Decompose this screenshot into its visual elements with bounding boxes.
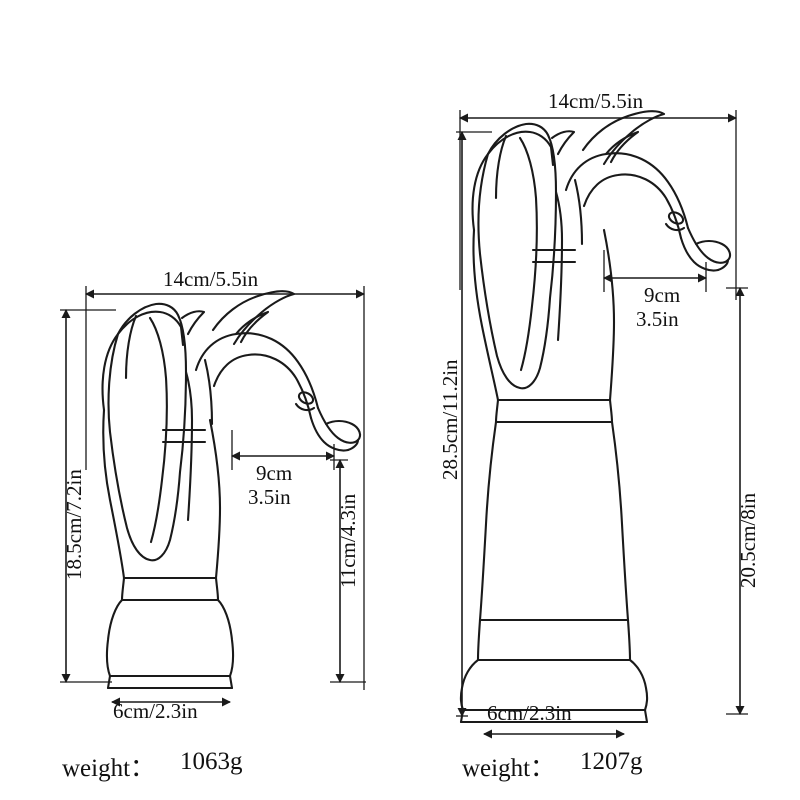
left-spout-height-dimension <box>330 459 366 683</box>
left-height-label: 18.5cm/7.2in <box>62 469 86 580</box>
right-spout-reach-label-line1: 9cm <box>644 283 681 307</box>
right-spout-reach-dimension <box>603 250 707 292</box>
left-spout-height-label: 11cm/4.3in <box>336 493 360 588</box>
left-faucet-illustration <box>101 290 362 690</box>
right-weight-prefix: weight： <box>462 755 556 782</box>
left-spout-reach-dimension <box>231 430 335 470</box>
left-weight-value: 1063g <box>180 748 243 775</box>
right-faucet-illustration <box>459 110 732 724</box>
left-width-label: 14cm/5.5in <box>163 267 259 291</box>
left-spout-reach-label-line2: 3.5in <box>248 485 291 509</box>
left-height-dimension <box>60 309 116 683</box>
right-spout-height-dimension <box>726 287 748 715</box>
left-weight-prefix: weight： <box>62 755 156 782</box>
left-spout-reach-label-line1: 9cm <box>256 461 293 485</box>
left-width-dimension <box>85 286 365 690</box>
right-height-label: 28.5cm/11.2in <box>438 359 462 480</box>
right-spout-height-label: 20.5cm/8in <box>736 492 760 588</box>
right-width-label: 14cm/5.5in <box>548 89 644 113</box>
right-weight-value: 1207g <box>580 748 643 775</box>
right-height-dimension <box>456 131 492 717</box>
right-base-label: 6cm/2.3in <box>487 701 572 725</box>
left-base-label: 6cm/2.3in <box>113 699 198 723</box>
right-width-dimension <box>459 110 737 300</box>
right-spout-reach-label-line2: 3.5in <box>636 307 679 331</box>
